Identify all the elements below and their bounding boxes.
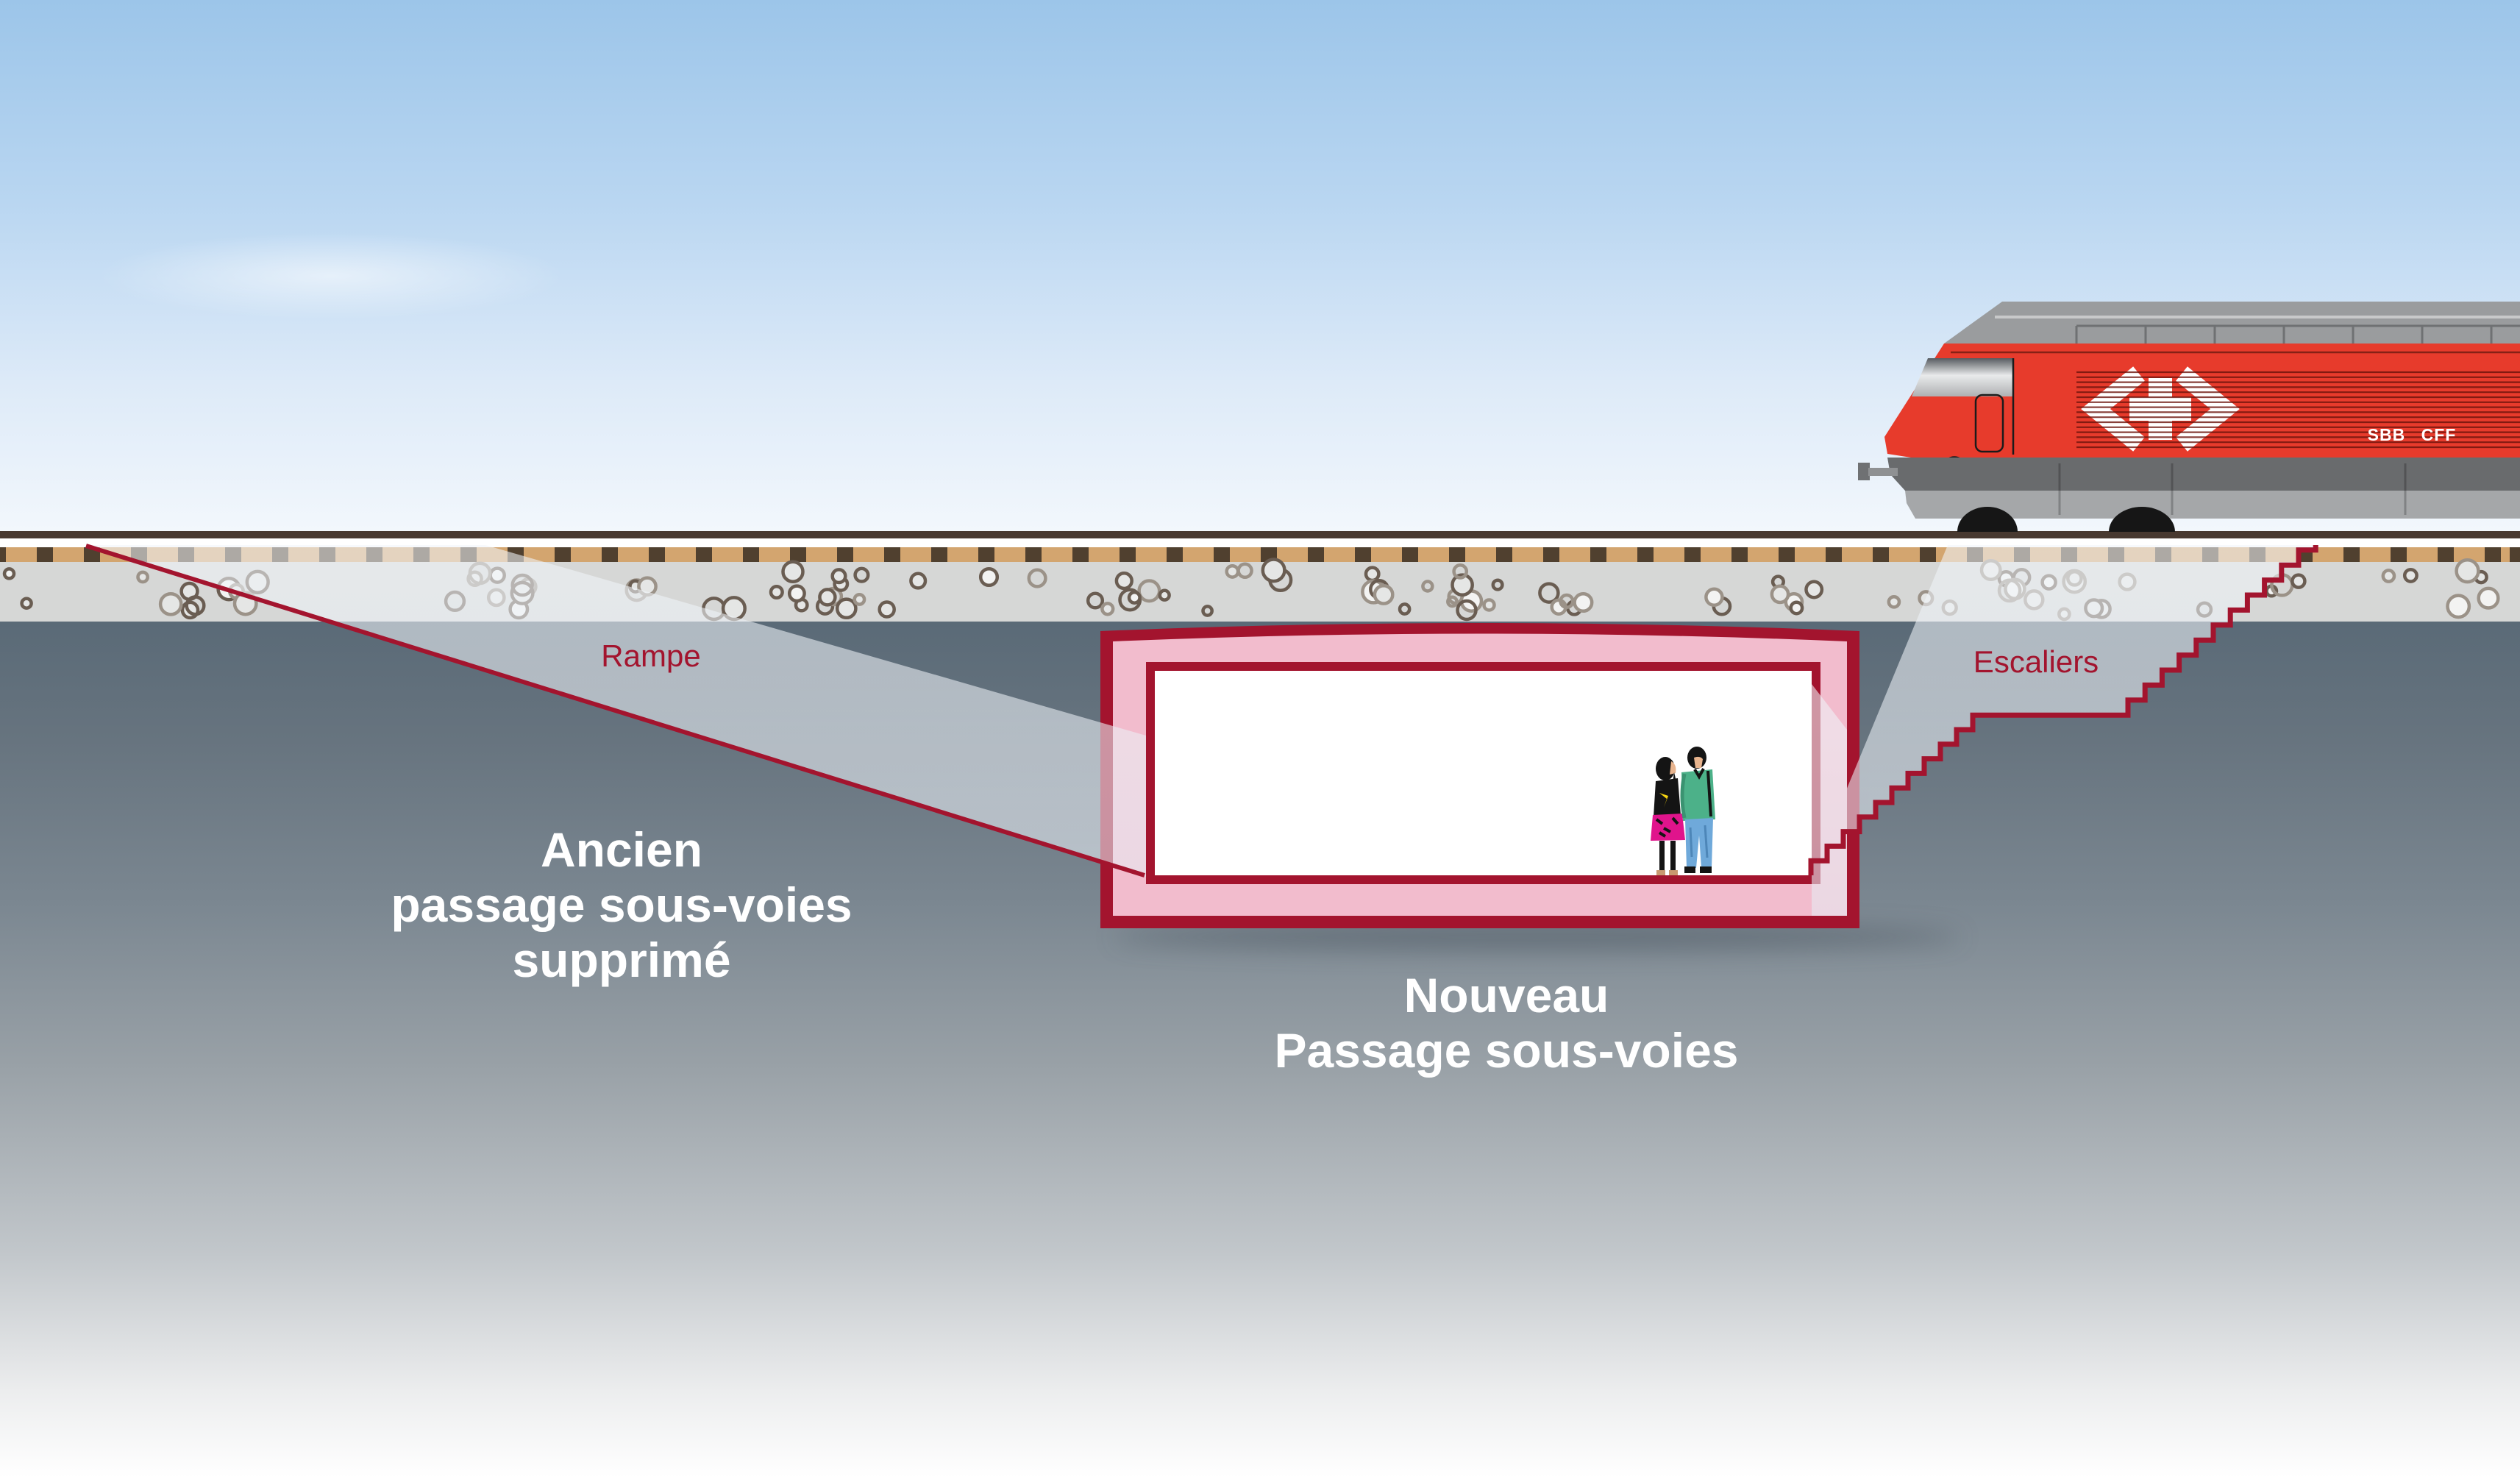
ballast-stone — [1804, 580, 1824, 599]
windshield — [1912, 358, 2012, 396]
railway-sleepers — [0, 547, 2520, 562]
ballast-stone — [1451, 573, 1474, 597]
train-branding-label: SBB CFF — [2367, 425, 2457, 444]
train-illustration — [1858, 302, 2520, 532]
ballast-stone — [1789, 600, 1804, 616]
ballast-stone — [1225, 563, 1240, 579]
ballast-stone — [1114, 571, 1133, 591]
ballast-stone — [909, 572, 928, 590]
nouveau-label: Nouveau Passage sous-voies — [1275, 968, 1739, 1078]
underpass-box — [1100, 623, 1859, 928]
ballast-stone — [136, 570, 149, 584]
train-underframe — [1887, 458, 2520, 491]
ballast-stone — [1201, 605, 1214, 617]
ballast-stone — [835, 597, 858, 620]
ballast-stone — [20, 597, 33, 610]
ballast-stone — [2381, 569, 2396, 583]
ballast-stone — [1452, 563, 1469, 580]
ballast-stone — [1421, 580, 1434, 593]
coupler — [1868, 468, 1898, 476]
cloud — [96, 232, 566, 320]
ballast-stone — [1158, 588, 1171, 602]
ballast-stone — [978, 566, 1000, 588]
roof-trim-line — [1995, 316, 2520, 318]
ballast-stone — [1137, 579, 1161, 603]
ballast-stone — [878, 600, 896, 619]
ballast-stone — [1491, 578, 1504, 591]
escaliers-label: Escaliers — [1973, 644, 2099, 679]
ballast-stone — [1100, 602, 1115, 616]
ancien-label-line3: supprimé — [512, 933, 731, 987]
pedestrians — [1651, 747, 1715, 875]
ballast-stone — [1887, 594, 1901, 609]
underpass-interior — [1155, 671, 1812, 875]
ancien-label: Ancien passage sous-voies supprimé — [391, 822, 852, 988]
ballast-stone — [158, 591, 183, 616]
train-roof — [1944, 302, 2520, 344]
ancien-label-line2: passage sous-voies — [391, 878, 853, 932]
ballast-stone — [1573, 591, 1594, 613]
train-wheel — [2109, 507, 2175, 532]
ballast-stone — [1482, 598, 1496, 612]
ballast-stone — [2402, 567, 2418, 583]
ballast-stone — [2477, 586, 2500, 610]
ballast-stone — [1559, 593, 1575, 610]
train-skirt — [1905, 491, 2520, 519]
ballast-stone — [1364, 566, 1381, 583]
ballast-stone — [1027, 568, 1047, 588]
ballast-stone — [1261, 558, 1286, 583]
ballast-stone — [1086, 591, 1105, 610]
rampe-label: Rampe — [601, 638, 701, 673]
nouveau-label-line2: Passage sous-voies — [1274, 1023, 1739, 1078]
train-wheel — [1957, 507, 2018, 532]
ballast-stone — [1127, 590, 1142, 605]
stairs-line — [1808, 545, 2318, 875]
ballast-stone — [2446, 594, 2471, 619]
skirt-seams — [2058, 463, 2407, 515]
ballast-stone — [1456, 599, 1478, 622]
body-stripes — [2076, 371, 2520, 449]
stairs-cut — [1811, 545, 2316, 875]
buffer — [1858, 463, 1870, 480]
ancien-label-line1: Ancien — [540, 822, 703, 877]
woman-figure — [1651, 757, 1685, 875]
ballast-stone — [787, 584, 806, 603]
ballast-stone — [853, 566, 870, 583]
roof-window-band — [2075, 324, 2520, 344]
ballast-stone — [1538, 582, 1560, 604]
rail-gap — [0, 538, 2520, 547]
rail — [0, 531, 2520, 538]
ballast-stone — [2, 567, 16, 580]
man-figure — [1680, 747, 1715, 873]
stairs-cut-tint — [1812, 684, 1847, 916]
old-ramp-line — [85, 544, 1145, 878]
ballast-stone — [2455, 558, 2480, 584]
ballast-stone — [830, 568, 847, 585]
ballast-stone — [1236, 562, 1253, 580]
ballast-stone — [185, 595, 206, 616]
ballast-stone — [818, 588, 837, 607]
ballast-stone — [1770, 584, 1790, 605]
nouveau-label-line1: Nouveau — [1403, 968, 1609, 1022]
cab-door — [1974, 394, 2004, 453]
ballast-stone — [781, 560, 805, 583]
ballast-stone — [1373, 583, 1395, 605]
ballast-stone — [2291, 573, 2307, 589]
ballast-stone — [853, 592, 866, 606]
ballast-stone — [769, 584, 784, 600]
ballast-stone — [1446, 595, 1459, 608]
ballast-stone — [1398, 602, 1412, 616]
ballast-stone — [1704, 587, 1724, 608]
